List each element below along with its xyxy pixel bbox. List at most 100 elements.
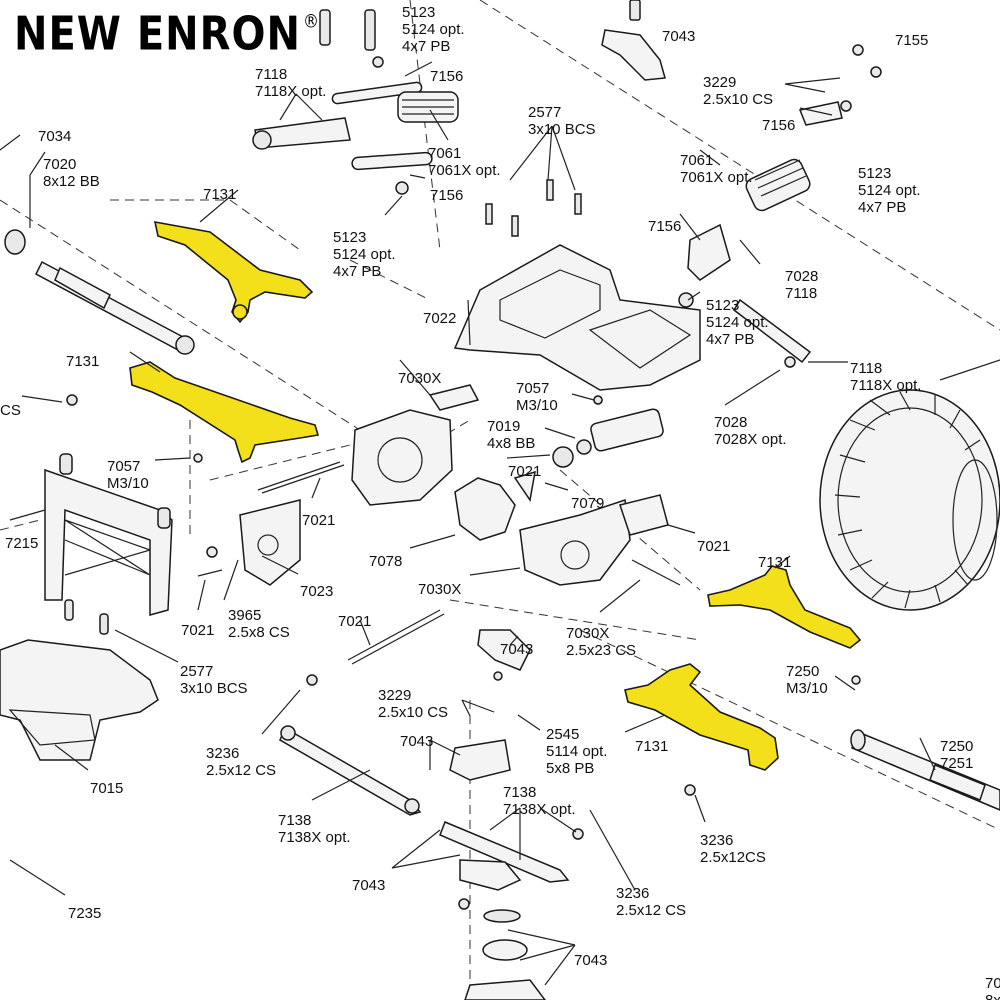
part-label-line: 4x7 PB <box>402 38 450 55</box>
part-label-line: 7057 <box>516 380 549 397</box>
part-label-line: 7118 <box>850 360 882 377</box>
part-label-7235: 7235 <box>68 905 101 922</box>
part-label-line: 7022 <box>423 310 456 327</box>
part-label-line: 7138X opt. <box>503 801 576 818</box>
part-label-line: 4x7 PB <box>858 199 906 216</box>
part-label-line: 3236 <box>206 745 239 762</box>
part-label-line: 7061X opt. <box>428 162 501 179</box>
chassis <box>453 179 701 391</box>
part-label-cs-left: CS <box>0 402 21 419</box>
part-label-line: 7030X <box>566 625 609 642</box>
part-label-line: 7028 <box>785 268 818 285</box>
part-label-line: 7131 <box>66 353 99 370</box>
part-label-line: 2.5x10 CS <box>378 704 448 721</box>
tire <box>819 359 1000 611</box>
leader-lines <box>0 61 936 986</box>
top-shock-linkage <box>252 9 459 195</box>
part-label-line: 7078 <box>369 553 402 570</box>
part-label-line: 7019 <box>487 418 520 435</box>
part-label-line: 7028X opt. <box>714 431 787 448</box>
part-label-line: M3/10 <box>516 397 558 414</box>
part-label-line: 5123 <box>858 165 891 182</box>
part-label-line: 7118X opt. <box>255 83 326 100</box>
drivetrain-center <box>454 395 669 586</box>
part-label-line: 7118X opt. <box>850 377 921 394</box>
part-label-line: 7156 <box>430 68 463 85</box>
part-label-line: 7023 <box>300 583 333 600</box>
part-label-line: 7131 <box>635 738 668 755</box>
highlighted-arm-4 <box>624 663 779 771</box>
part-label-line: 7043 <box>574 952 607 969</box>
part-label-line: 7118 <box>785 285 817 302</box>
part-label-7021-c: 7021 <box>697 538 730 555</box>
part-label-line: 7021 <box>338 613 371 630</box>
brand-logo: NEW ENRON® <box>14 8 320 61</box>
part-label-line: 7043 <box>400 733 433 750</box>
part-label-line: 7250 <box>940 738 973 755</box>
part-label-line: 2545 <box>546 726 579 743</box>
part-label-line: 7251 <box>940 755 973 772</box>
part-label-line: 7030X <box>418 581 461 598</box>
part-label-line: 7021 <box>302 512 335 529</box>
part-label-line: 70 <box>985 975 1000 992</box>
bumper <box>0 599 159 761</box>
part-label-7021-e: 7021 <box>338 613 371 630</box>
part-label-line: 7156 <box>430 187 463 204</box>
part-label-line: 7043 <box>352 877 385 894</box>
part-label-line: 7118 <box>255 66 287 83</box>
part-label-line: 7131 <box>203 186 236 203</box>
part-label-line: 7061X opt. <box>680 169 753 186</box>
part-label-line: 2577 <box>528 104 561 121</box>
part-label-line: 7030X <box>398 370 441 387</box>
steering-links <box>279 629 570 1000</box>
part-label-7034: 7034 <box>38 128 71 145</box>
part-label-line: 5124 opt. <box>858 182 921 199</box>
part-label-7156-c: 7156 <box>430 187 463 204</box>
part-label-line: 7021 <box>508 463 541 480</box>
part-label-7156-b: 7156 <box>762 117 795 134</box>
part-label-line: 7061 <box>428 145 461 162</box>
part-label-line: 3229 <box>703 74 736 91</box>
part-label-line: 7138 <box>503 784 536 801</box>
part-label-line: 7156 <box>648 218 681 235</box>
part-label-line: 5124 opt. <box>333 246 396 263</box>
part-label-line: M3/10 <box>786 680 828 697</box>
part-label-line: 2577 <box>180 663 213 680</box>
part-label-7131-d: 7131 <box>635 738 668 755</box>
part-label-line: 7156 <box>762 117 795 134</box>
part-label-line: 5123 <box>333 229 366 246</box>
part-label-line: 3236 <box>700 832 733 849</box>
part-label-7022: 7022 <box>423 310 456 327</box>
part-label-line: 2.5x10 CS <box>703 91 773 108</box>
part-label-7043-bottom: 7043 <box>352 877 385 894</box>
part-label-7079: 7079 <box>571 495 604 512</box>
part-label-line: 3965 <box>228 607 261 624</box>
part-label-7023: 7023 <box>300 583 333 600</box>
part-label-line: 7155 <box>895 32 928 49</box>
part-label-line: 4x7 PB <box>333 263 381 280</box>
part-label-7131-b: 7131 <box>66 353 99 370</box>
part-label-7043-last: 7043 <box>574 952 607 969</box>
part-label-7156-d: 7156 <box>648 218 681 235</box>
part-label-7156-a: 7156 <box>430 68 463 85</box>
part-label-line: 4x8 BB <box>487 435 535 452</box>
part-label-line: 7138 <box>278 812 311 829</box>
part-label-line: 7235 <box>68 905 101 922</box>
part-label-7043-low: 7043 <box>400 733 433 750</box>
part-label-line: 7057 <box>107 458 140 475</box>
